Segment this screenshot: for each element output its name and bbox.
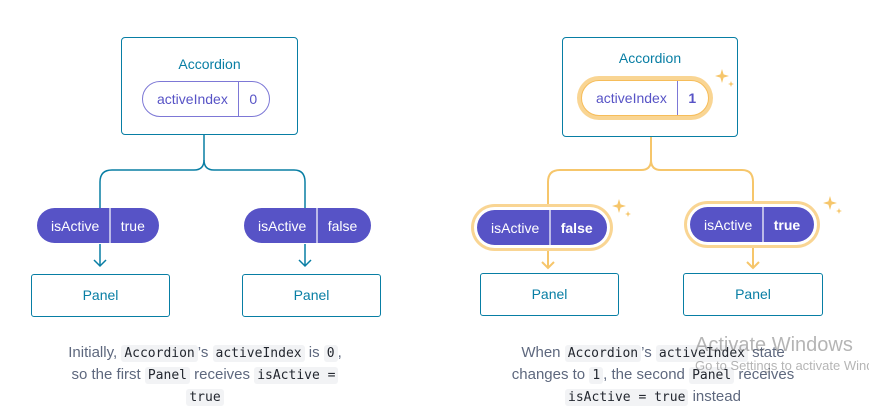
right-caption-line-1: When Accordion’s activeIndex state [463,342,843,364]
caption-code: isActive = true [565,389,689,406]
right-state-divider [676,81,679,115]
caption-code: isActive = [254,367,339,384]
caption-text: instead [688,388,741,405]
left-prop-2-key: isActive [258,217,307,234]
right-prop-2-key: isActive [704,216,753,233]
right-state-value: 1 [688,90,697,106]
right-prop-pill-2: isActive true [690,207,815,242]
right-prop-1-divider [549,210,551,245]
left-caption-line-1: Initially, Accordion’s activeIndex is 0, [20,342,390,364]
caption-text: Initially, [68,344,122,361]
caption-code: Panel [144,367,190,384]
right-panel-1: Panel [480,273,619,316]
left-prop-2-divider [316,208,318,243]
left-state-value: 0 [249,91,258,107]
left-caption-line-2: so the first Panel receives isActive = [20,364,390,386]
caption-code: 0 [323,345,338,362]
right-accordion-node: Accordion activeIndex 1 [562,37,738,137]
caption-text: ’s [641,344,656,361]
left-prop-1-divider [109,208,111,243]
caption-code: activeIndex [212,345,305,362]
sparkle-icon [823,196,842,214]
right-prop-1-value: false [560,219,593,236]
caption-text: changes to [511,366,590,383]
right-prop-2-value: true [773,216,801,233]
right-caption-line-3: isActive = true instead [463,386,843,408]
left-tree-wires [93,135,312,268]
caption-text: receives [734,366,795,383]
left-accordion-node: Accordion activeIndex 0 [121,37,298,135]
right-caption-line-2: changes to 1, the second Panel receives [463,364,843,386]
left-caption: Initially, Accordion’s activeIndex is 0,… [20,342,390,408]
caption-text: ’s [197,344,213,361]
caption-text: state [747,344,785,361]
caption-code: 1 [589,367,604,384]
sparkle-icon [715,69,734,87]
right-panel-2: Panel [683,273,823,316]
left-prop-1-key: isActive [51,217,100,234]
caption-code: true [186,389,224,406]
caption-text: is [304,344,324,361]
caption-text: , [337,344,342,361]
left-prop-pill-1: isActive true [37,208,159,243]
caption-text: When [521,344,565,361]
right-state-key: activeIndex [596,90,667,106]
left-state-divider [237,82,240,116]
left-state-pill: activeIndex 0 [142,81,271,117]
activate-windows-subtext: Go to Settings to activate Windows. [695,358,869,373]
right-state-pill: activeIndex 1 [581,80,710,116]
left-accordion-title: Accordion [178,56,241,72]
caption-text: receives [190,366,255,383]
right-prop-2-divider [762,207,764,242]
caption-text: so the first [71,366,145,383]
caption-code: Panel [689,367,735,384]
caption-code: Accordion [564,345,642,362]
right-caption: When Accordion’s activeIndex state chang… [463,342,843,408]
left-state-key: activeIndex [157,91,228,107]
left-prop-1-value: true [120,217,145,234]
right-accordion-title: Accordion [618,50,682,66]
left-caption-line-3: true [20,386,390,408]
right-tree-wires [541,137,760,270]
left-prop-2-value: false [327,217,358,234]
right-prop-pill-1: isActive false [477,210,607,245]
caption-code: Accordion [121,345,198,362]
activate-windows-watermark: Activate Windows [695,334,853,356]
caption-text: , the second [603,366,690,383]
left-panel-1: Panel [31,274,170,317]
left-prop-pill-2: isActive false [244,208,372,243]
left-panel-2: Panel [242,274,381,317]
caption-code: activeIndex [655,345,748,362]
sparkle-icon [612,199,631,217]
right-prop-1-key: isActive [491,219,540,236]
